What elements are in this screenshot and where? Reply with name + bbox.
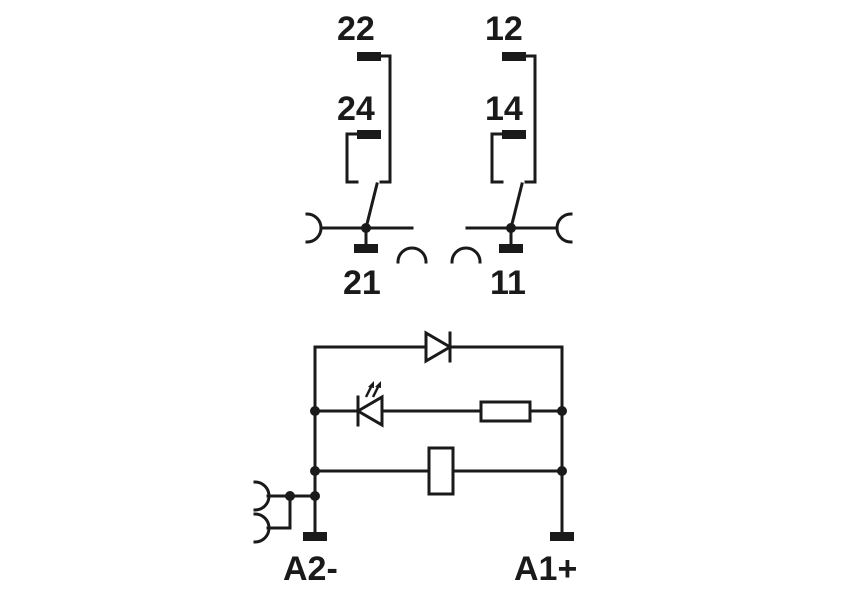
- switch-blade-11: [509, 182, 524, 230]
- terminal-pad-22: [357, 52, 381, 61]
- terminal-pad-11: [499, 244, 523, 253]
- socket-bridge-left-icon: [450, 246, 482, 264]
- diode-icon: [424, 330, 453, 364]
- terminal-pad-a1: [550, 532, 574, 541]
- led-icon: [355, 394, 384, 428]
- terminal-label-a1: A1+: [514, 550, 577, 588]
- junction-dot: [285, 491, 295, 501]
- terminal-label-a2: A2-: [283, 550, 338, 588]
- terminal-label-11: 11: [490, 264, 526, 302]
- terminal-pad-24: [357, 130, 381, 139]
- resistor-icon: [479, 400, 532, 423]
- coil-circuit: A2- A1+: [253, 330, 577, 588]
- relay-coil-icon: [427, 446, 455, 496]
- terminal-label-14: 14: [485, 90, 523, 128]
- socket-bridge-lower-icon: [253, 512, 271, 544]
- junction-dot: [557, 466, 567, 476]
- terminal-label-21: 21: [343, 264, 381, 302]
- terminal-pad-a2: [303, 532, 327, 541]
- terminal-pad-14: [502, 130, 526, 139]
- no-contact-wire-24: [345, 132, 359, 184]
- socket-bridge-upper-icon: [253, 480, 271, 498]
- terminal-pad-21: [354, 244, 378, 253]
- no-contact-wire-14: [490, 132, 504, 184]
- contact-set-2: 22 24 21: [305, 10, 428, 302]
- led-light-arrows-icon: [364, 381, 381, 398]
- nc-contact-wire-22: [379, 54, 392, 184]
- switch-blade-21: [364, 182, 379, 230]
- junction-dot: [557, 406, 567, 416]
- contact-set-1: 12 14 11: [450, 10, 573, 302]
- terminal-pad-12: [502, 52, 526, 61]
- socket-bridge-left-icon: [305, 212, 323, 244]
- terminal-label-12: 12: [485, 10, 523, 48]
- junction-dot: [310, 491, 320, 501]
- terminal-label-24: 24: [337, 90, 375, 128]
- junction-dot: [310, 406, 320, 416]
- junction-dot: [310, 466, 320, 476]
- socket-bridge-upper-tail: [253, 494, 271, 512]
- nc-contact-wire-12: [524, 54, 537, 184]
- socket-bridge-right-icon: [396, 246, 428, 264]
- socket-bridge-right-icon: [555, 212, 573, 244]
- terminal-label-22: 22: [337, 10, 375, 48]
